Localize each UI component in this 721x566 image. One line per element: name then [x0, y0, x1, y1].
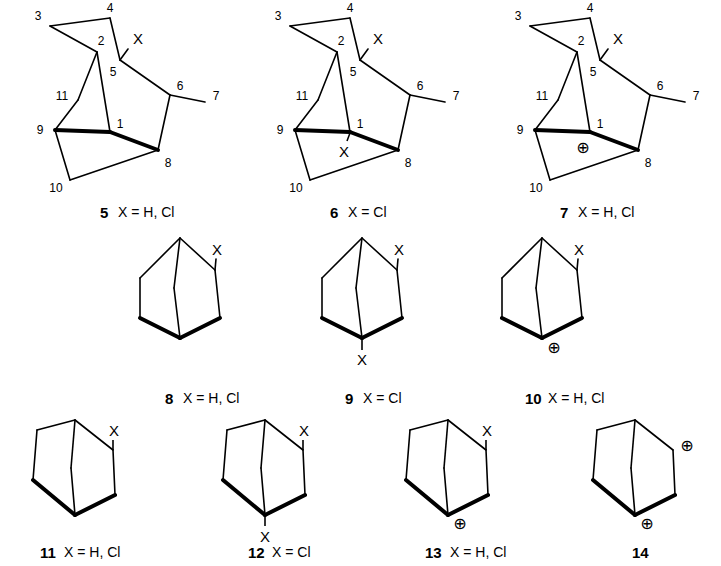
substituent-label: X: [357, 352, 367, 367]
caption-text: X = Cl: [363, 391, 402, 405]
caption-text: X = H, Cl: [64, 545, 120, 559]
atom-number: 7: [693, 90, 700, 102]
substituent-label: X: [613, 31, 623, 46]
atom-number: 8: [405, 157, 412, 169]
bond-lines: [113, 440, 486, 526]
tricyclic-skeleton: [290, 18, 445, 180]
substituent-label: X: [574, 242, 584, 257]
atom-number: 7: [453, 90, 460, 102]
atom-number: 4: [347, 2, 354, 14]
atom-number: 2: [578, 35, 585, 47]
compound-number: 6: [330, 205, 338, 220]
tricyclic-skeleton: [530, 18, 685, 180]
bicyclic-skeleton: [223, 420, 305, 515]
atom-number: 2: [98, 35, 105, 47]
atom-number: 11: [536, 90, 548, 102]
compound-number: 12: [248, 545, 265, 560]
atom-number: 2: [338, 35, 345, 47]
atom-number: 3: [35, 10, 42, 22]
atom-number: 10: [289, 182, 302, 194]
substituent-label: X: [339, 144, 349, 159]
compound-number: 10: [525, 391, 542, 406]
charge-symbol: ⊕: [576, 140, 589, 156]
compound-number: 13: [425, 545, 442, 560]
atom-number: 10: [49, 182, 62, 194]
atom-number: 1: [357, 118, 364, 130]
atom-number: 9: [277, 124, 284, 136]
atom-number: 5: [110, 66, 117, 78]
caption-text: X = H, Cl: [548, 391, 604, 405]
compound-number: 11: [40, 545, 56, 560]
caption-text: X = H, Cl: [118, 205, 174, 219]
charge-symbol: ⊕: [547, 340, 560, 356]
compound-number: 14: [632, 545, 649, 560]
atom-number: 6: [417, 80, 424, 92]
caption-text: X = H, Cl: [450, 545, 506, 559]
atom-number: 5: [350, 66, 357, 78]
compound-number: 7: [560, 205, 568, 220]
atom-number: 4: [587, 2, 594, 14]
atom-number: 11: [296, 90, 308, 102]
atom-number: 11: [56, 90, 68, 102]
atom-number: 8: [645, 157, 652, 169]
substituent-label: X: [299, 423, 309, 438]
atom-number: 10: [529, 182, 542, 194]
tricyclic-skeleton: [50, 18, 205, 180]
bicyclic-skeleton: [322, 238, 402, 338]
atom-number: 7: [213, 90, 220, 102]
charge-symbol: ⊕: [640, 516, 653, 532]
bicyclic-skeleton: [502, 238, 582, 338]
substituent-label: X: [394, 242, 404, 257]
compound-number: 9: [345, 391, 353, 406]
charge-symbol: ⊕: [680, 438, 693, 454]
substituent-label: X: [212, 242, 222, 257]
atom-number: 6: [657, 80, 664, 92]
atom-number: 9: [37, 124, 44, 136]
atom-number: 6: [177, 80, 184, 92]
bicyclic-skeleton: [593, 420, 675, 515]
atom-number: 8: [165, 157, 172, 169]
bond-line: [347, 133, 350, 141]
substituent-label: X: [373, 31, 383, 46]
charge-symbol: ⊕: [453, 516, 466, 532]
substituent-label: X: [133, 31, 143, 46]
atom-number: 1: [597, 118, 604, 130]
atom-number: 9: [517, 124, 524, 136]
caption-text: X = Cl: [348, 205, 387, 219]
bicyclic-skeleton: [140, 238, 220, 338]
substituent-label: X: [109, 423, 119, 438]
substituent-label: X: [482, 423, 492, 438]
caption-text: X = H, Cl: [578, 205, 634, 219]
bond-line: [361, 338, 363, 350]
atom-number: 4: [107, 2, 114, 14]
bicyclic-skeleton: [33, 420, 115, 515]
atom-number: 3: [515, 10, 522, 22]
substituent-label: X: [260, 529, 270, 544]
atom-number: 3: [275, 10, 282, 22]
atom-number: 1: [117, 118, 124, 130]
caption-text: X = Cl: [272, 545, 311, 559]
compound-number: 8: [165, 391, 173, 406]
compound-number: 5: [100, 205, 108, 220]
caption-text: X = H, Cl: [183, 391, 239, 405]
bicyclic-skeleton: [406, 420, 488, 515]
atom-number: 5: [590, 66, 597, 78]
